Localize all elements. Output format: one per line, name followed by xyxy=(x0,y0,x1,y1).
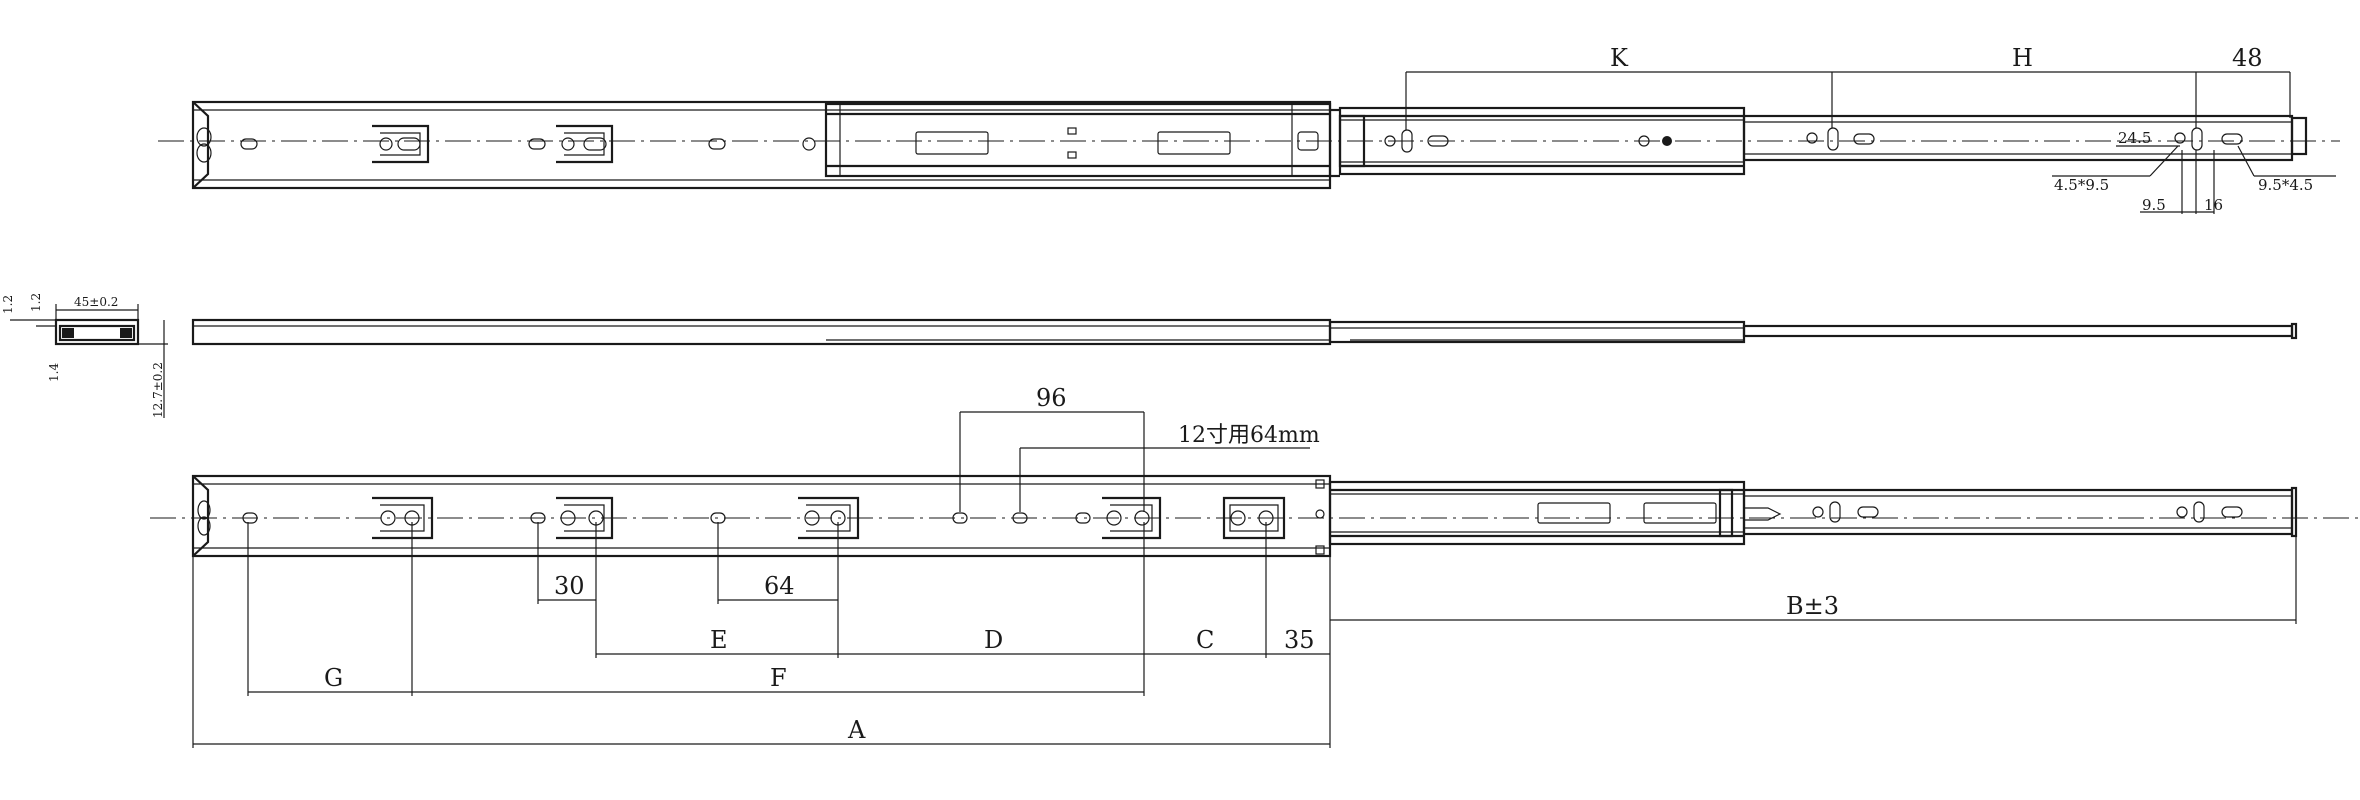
side-view xyxy=(191,318,2298,346)
bottom-view-dimensions: 96 12寸用64mm 30 64 B±3 xyxy=(192,384,2297,748)
dim-12-7-label: 12.7±0.2 xyxy=(151,362,165,418)
top-middle-rail xyxy=(824,102,1340,178)
dim-30-label: 30 xyxy=(554,572,585,600)
dim-9-5-label: 9.5 xyxy=(2142,196,2166,214)
dim-A-label: A xyxy=(847,716,866,744)
bottom-view: 96 12寸用64mm 30 64 B±3 xyxy=(150,384,2358,748)
dim-E-label: E xyxy=(710,626,728,654)
note-12in-label: 12寸用64mm xyxy=(1178,423,1320,448)
dim-16-label: 16 xyxy=(2204,196,2223,214)
cross-section-view: 45±0.2 1.2 1.2 1.4 12.7±0.2 xyxy=(1,293,168,418)
bottom-outer-rail xyxy=(191,474,1332,558)
dim-24-5-label: 24.5 xyxy=(2118,129,2151,147)
dim-1-4-label: 1.4 xyxy=(47,363,61,382)
top-view: K H 48 24.5 4.5*9.5 9.5 16 9.5*4.5 xyxy=(158,44,2340,214)
dim-K-label: K xyxy=(1610,44,1629,72)
dim-4-5x9-5-label: 4.5*9.5 xyxy=(2054,176,2109,194)
dim-H-label: H xyxy=(2012,44,2033,72)
dim-45-label: 45±0.2 xyxy=(74,295,118,309)
dim-48-label: 48 xyxy=(2232,44,2263,72)
bottom-inner-rail xyxy=(1328,480,2298,546)
dim-96-label: 96 xyxy=(1036,384,1067,412)
top-view-dimensions: K H 48 24.5 4.5*9.5 9.5 16 9.5*4.5 xyxy=(1405,44,2336,214)
dim-C-label: C xyxy=(1196,626,1214,654)
dim-F-label: F xyxy=(770,664,787,692)
dim-1-2-b-label: 1.2 xyxy=(29,293,43,312)
dim-35-label: 35 xyxy=(1284,626,1315,654)
dim-G-label: G xyxy=(324,664,343,692)
dim-64-label: 64 xyxy=(764,572,795,600)
dim-9-5x4-5-label: 9.5*4.5 xyxy=(2258,176,2313,194)
dim-1-2-a-label: 1.2 xyxy=(1,295,15,314)
dim-D-label: D xyxy=(984,626,1003,654)
dim-B-label: B±3 xyxy=(1786,592,1839,620)
